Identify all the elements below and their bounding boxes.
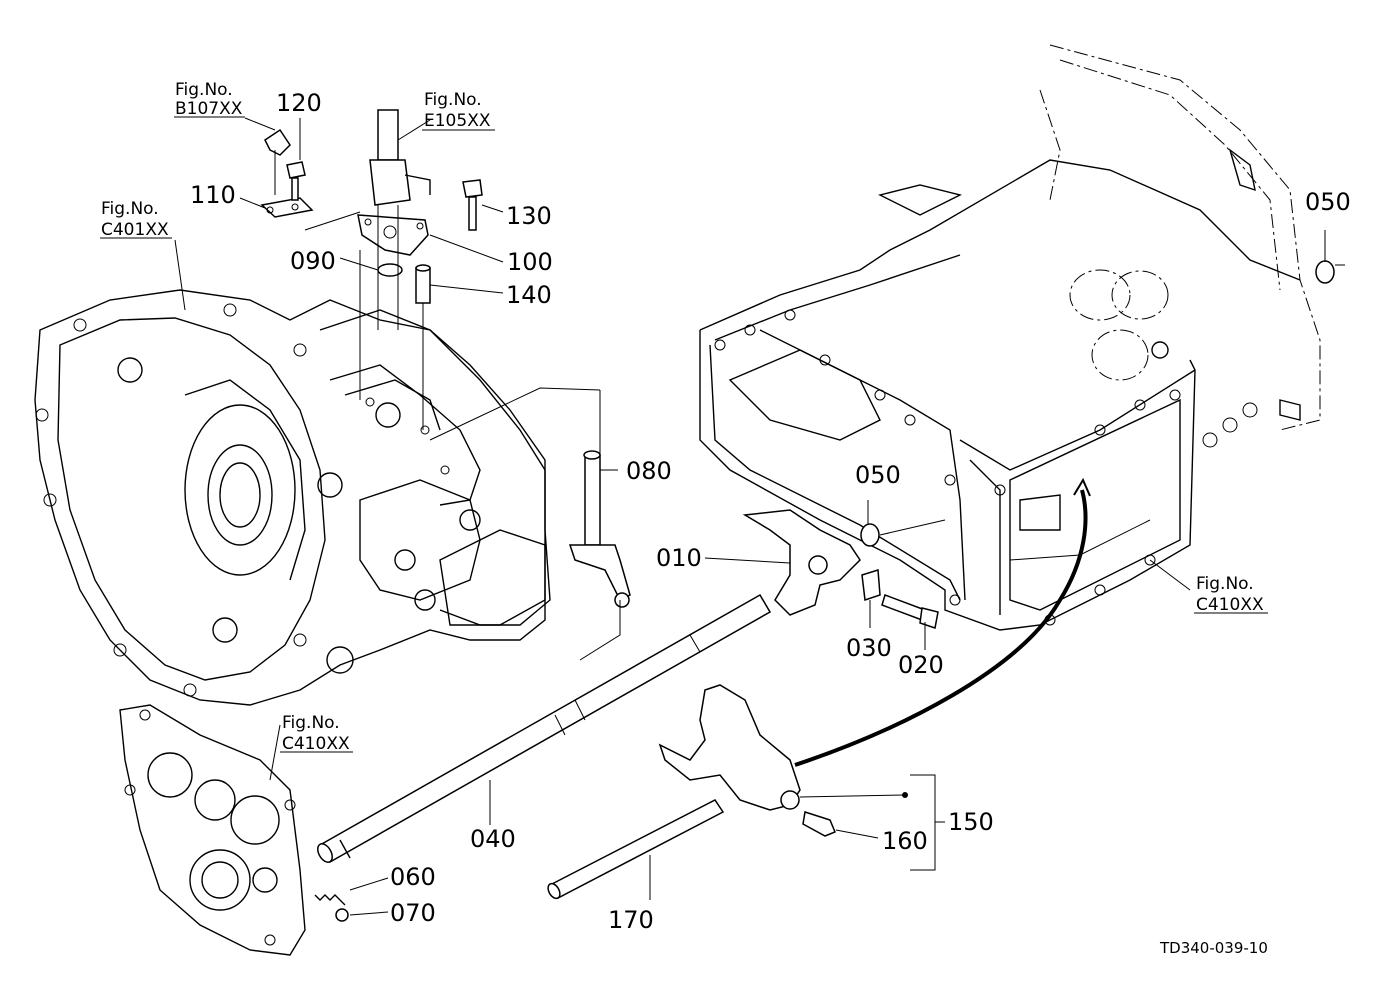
callout-140: 140	[506, 281, 552, 309]
shift-lever-080	[568, 450, 631, 608]
bolt-130	[462, 179, 483, 231]
pin-160	[802, 811, 836, 837]
fig-ref-c401-code: C401XX	[101, 220, 169, 240]
callout-020: 020	[898, 651, 944, 679]
rod-170	[547, 799, 725, 900]
callout-110: 110	[190, 181, 236, 209]
callout-040: 040	[470, 825, 516, 853]
callout-160: 160	[882, 827, 928, 855]
transmission-case	[699, 44, 1321, 631]
callout-050-upper: 050	[1305, 188, 1351, 216]
bolt-020	[881, 594, 939, 629]
ball-070	[335, 908, 349, 922]
dashed-gears	[1069, 269, 1169, 381]
fig-ref-c410-right-code: C410XX	[1196, 595, 1264, 615]
fork-rod-040	[317, 593, 772, 864]
clutch-housing	[34, 289, 551, 706]
fig-ref-e105-code: E105XX	[424, 111, 491, 131]
fig-ref-c401-title: Fig.No.	[101, 199, 159, 219]
callout-030: 030	[846, 634, 892, 662]
fig-ref-c410-left-code: C410XX	[282, 734, 350, 754]
callout-100: 100	[507, 248, 553, 276]
fig-ref-e105-title: Fig.No.	[424, 90, 482, 110]
fig-ref-b107-code: B107XX	[175, 99, 243, 119]
part-callouts: 010 020 030 040 050 050 060 070 080 090 …	[190, 89, 1351, 934]
lock-plate-030	[861, 569, 881, 602]
shift-fork-010	[742, 509, 861, 616]
callout-150: 150	[948, 808, 994, 836]
callout-060: 060	[390, 863, 436, 891]
callout-010: 010	[656, 544, 702, 572]
spring-060	[314, 894, 346, 906]
front-cover	[119, 704, 306, 956]
fig-ref-c410-left-title: Fig.No.	[282, 713, 340, 733]
callout-090: 090	[290, 247, 336, 275]
callout-050-lower: 050	[855, 461, 901, 489]
bracket-110	[260, 197, 314, 218]
snap-ring-050-upper	[1315, 260, 1335, 284]
shift-fork-150	[658, 684, 801, 811]
plate-100	[357, 214, 429, 256]
callout-080: 080	[626, 457, 672, 485]
leader-lines	[100, 116, 1345, 916]
callout-170: 170	[608, 906, 654, 934]
callout-120: 120	[276, 89, 322, 117]
pin-140	[415, 264, 431, 304]
figure-references: Fig.No. B107XX Fig.No. E105XX Fig.No. C4…	[101, 80, 1264, 754]
shaft-e105	[369, 109, 431, 206]
callout-070: 070	[390, 899, 436, 927]
bolt-120	[286, 161, 306, 201]
fig-ref-b107-title: Fig.No.	[175, 80, 233, 100]
snap-ring-050-lower	[860, 523, 880, 547]
callout-130: 130	[506, 202, 552, 230]
drawing-code: TD340-039-10	[1159, 939, 1268, 957]
fig-ref-c410-right-title: Fig.No.	[1196, 574, 1254, 594]
clip-b107	[264, 128, 291, 156]
